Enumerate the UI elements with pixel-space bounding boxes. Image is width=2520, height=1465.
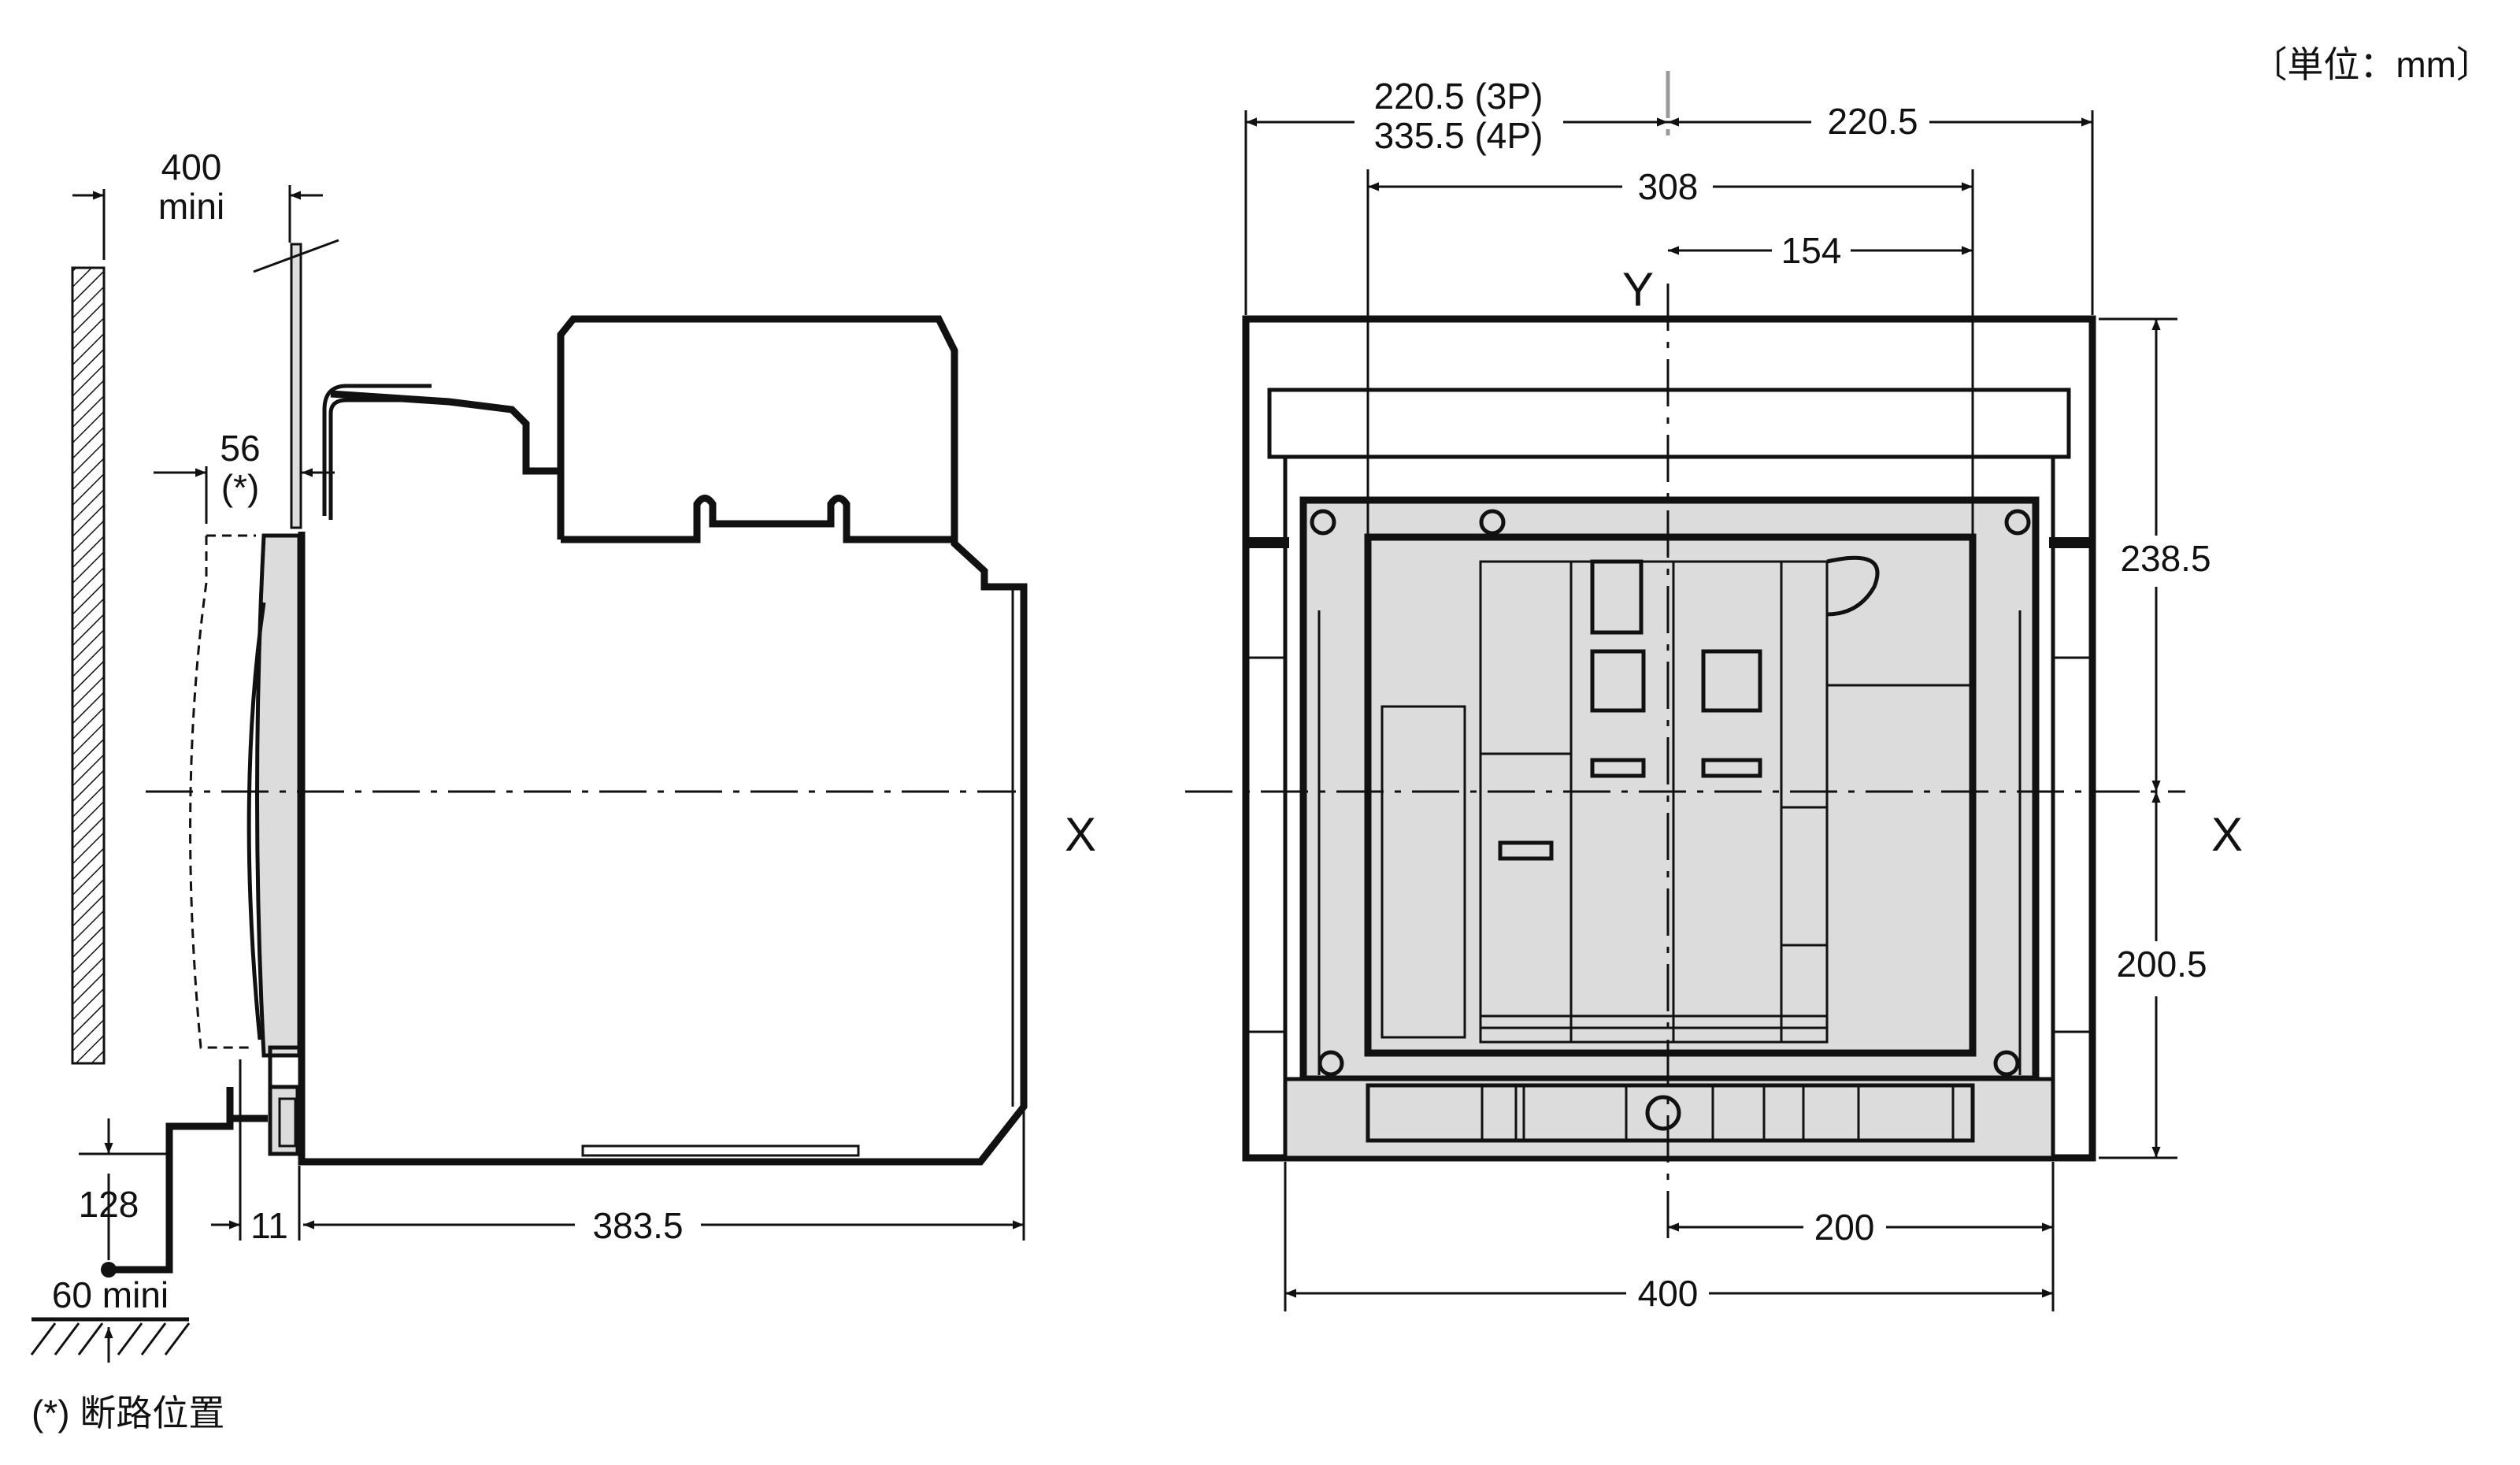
side-axis-x: X [1065, 808, 1096, 861]
dim-left-half-4p: 335.5 (4P) [1374, 115, 1544, 156]
front-axis-y: Y [1622, 263, 1654, 316]
dim-floor-min: 60 mini [52, 1274, 169, 1315]
dim-front-offset: 11 [250, 1205, 288, 1246]
unit-label: 〔単位：mm〕 [2251, 44, 2492, 85]
floor-hatch [30, 1322, 191, 1356]
dim-lower-height: 200.5 [2116, 944, 2207, 985]
dim-disconnect-offset: 56 [220, 428, 260, 469]
front-view: Y X 220.5 (3P) 335.5 (4P) 220.5 308 154 … [1185, 71, 2243, 1314]
side-view: X 400 mini 56 (*) 128 60 mini 11 383.5 (… [30, 146, 1096, 1433]
dim-depth: 383.5 [592, 1205, 683, 1246]
breaker-body [298, 315, 1028, 1166]
door-plate [290, 243, 302, 529]
breaker-front-panel [1299, 496, 2040, 1083]
dim-clearance-top: 400 [161, 146, 222, 187]
dim-left-half-3p: 220.5 (3P) [1374, 76, 1544, 117]
dim-disconnect-offset-sub: (*) [221, 467, 260, 508]
wall-hatch [71, 266, 106, 1065]
dim-lower-half-width: 200 [1814, 1207, 1875, 1248]
dim-upper-height: 238.5 [2120, 538, 2211, 579]
front-axis-x: X [2211, 808, 2243, 861]
dim-right-half: 220.5 [1827, 101, 1918, 142]
dim-height-from-floor: 128 [79, 1184, 139, 1225]
inner-frame [1364, 533, 1977, 1057]
footnote: (*) 断路位置 [32, 1393, 224, 1433]
dim-inner-width: 308 [1638, 166, 1699, 207]
dim-overall-width: 400 [1638, 1273, 1699, 1314]
dim-inner-half: 154 [1781, 230, 1842, 271]
dim-clearance-top-sub: mini [158, 186, 224, 227]
